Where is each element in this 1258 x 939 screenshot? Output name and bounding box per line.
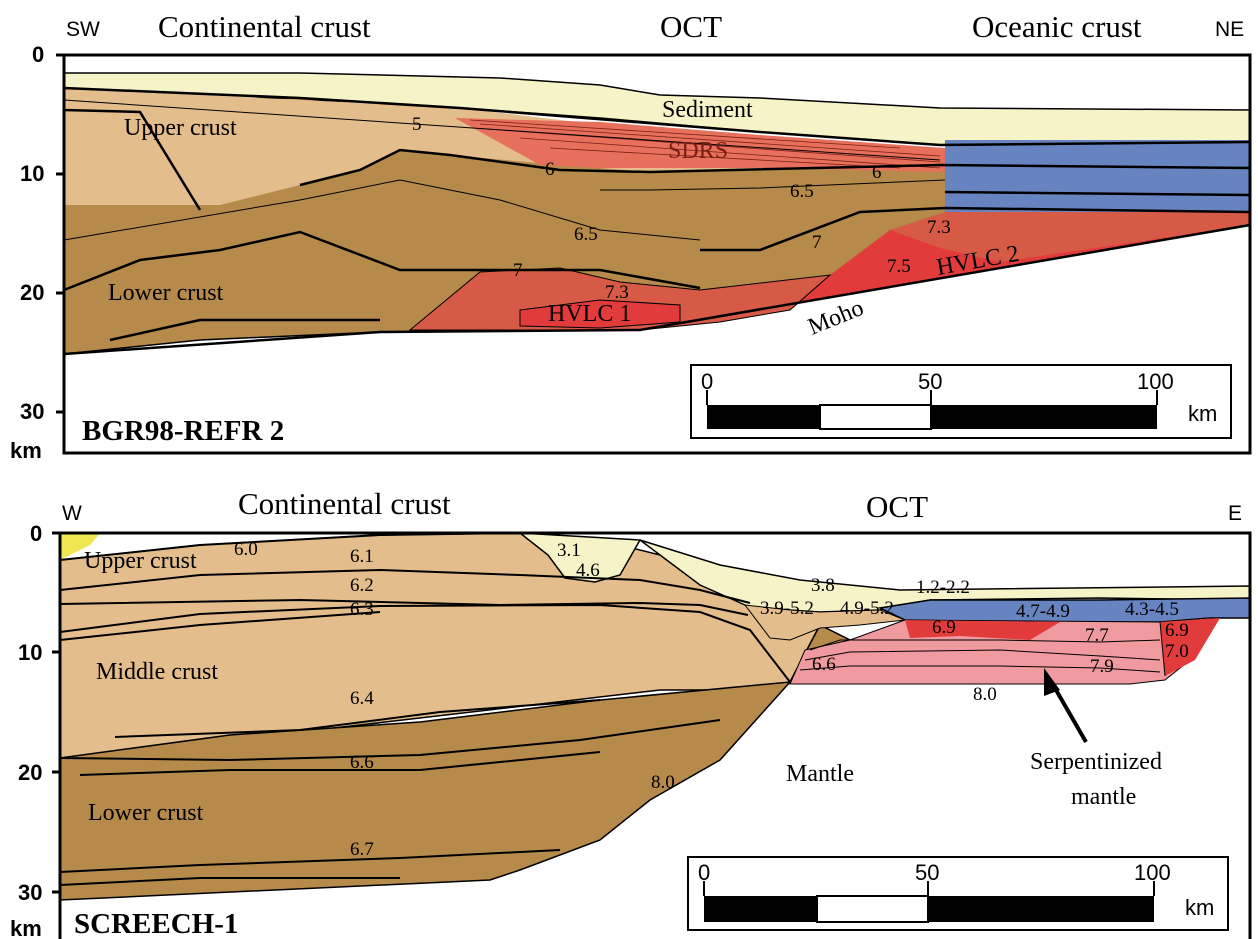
velocity-label: 7: [513, 260, 523, 281]
velocity-label: 6.1: [350, 546, 374, 567]
depth-tick-20: 20: [20, 280, 44, 305]
label-sdrs: SDRS: [668, 138, 728, 164]
depth-tick-30: 30: [20, 399, 44, 424]
velocity-label: 6.3: [350, 599, 374, 620]
velocity-label: 6: [872, 162, 882, 183]
velocity-label: 4.3-4.5: [1125, 599, 1179, 620]
label-lower-crust: Lower crust: [88, 800, 204, 826]
direction-label-sw: SW: [66, 18, 100, 41]
header-oct: OCT: [660, 9, 722, 44]
velocity-label: 7.3: [605, 282, 629, 303]
depth-axis: 0 10 20 30 km: [10, 42, 64, 463]
label-sediment: Sediment: [662, 97, 753, 123]
depth-tick-0: 0: [30, 521, 42, 546]
velocity-label: 3.9-5.2: [760, 598, 814, 619]
direction-label-w: W: [62, 502, 82, 525]
velocity-label: 6.9: [1165, 620, 1189, 641]
scale-tick-100: 100: [1134, 860, 1171, 885]
depth-axis: 0 10 20 30 km: [10, 521, 60, 939]
profile-title: BGR98-REFR 2: [82, 415, 284, 447]
label-serpentinized: Serpentinized: [1030, 749, 1162, 775]
scale-tick-0: 0: [701, 369, 713, 394]
velocity-label: 7.3: [927, 217, 951, 238]
header-oceanic-crust: Oceanic crust: [972, 9, 1142, 44]
label-lower-crust: Lower crust: [108, 280, 224, 306]
direction-label-ne: NE: [1215, 18, 1244, 41]
scale-segment: [707, 405, 820, 429]
label-upper-crust: Upper crust: [124, 115, 237, 141]
depth-tick-20: 20: [18, 760, 42, 785]
label-mantle: Mantle: [786, 761, 854, 787]
velocity-label: 6.4: [350, 688, 374, 709]
label-upper-crust: Upper crust: [84, 548, 197, 574]
velocity-label: 7.5: [887, 256, 911, 277]
label-middle-crust: Middle crust: [96, 659, 218, 685]
velocity-label: 3.1: [557, 540, 581, 561]
scale-segment: [931, 405, 1157, 429]
velocity-label: 6.0: [234, 539, 258, 560]
scale-tick-0: 0: [698, 860, 710, 885]
scale-segment: [704, 896, 817, 922]
scale-tick-100: 100: [1137, 369, 1174, 394]
velocity-label: 6.5: [574, 224, 598, 245]
direction-label-e: E: [1228, 502, 1242, 525]
depth-tick-30: 30: [18, 880, 42, 905]
velocity-label: 6: [545, 159, 555, 180]
header-continental-crust: Continental crust: [238, 486, 451, 521]
geology-section-1: [64, 73, 1250, 354]
scale-unit: km: [1185, 895, 1214, 920]
label-mantle-2: mantle: [1071, 784, 1136, 810]
velocity-label: 3.8: [811, 575, 835, 596]
velocity-label: 6.9: [932, 617, 956, 638]
velocity-label: 6.7: [350, 839, 374, 860]
scale-tick-50: 50: [915, 860, 939, 885]
velocity-label: 4.9-5.2: [840, 598, 894, 619]
scale-unit: km: [1188, 401, 1217, 426]
depth-tick-10: 10: [18, 640, 42, 665]
velocity-label: 7.0: [1165, 641, 1189, 662]
panel-screech1: W E Continental crust OCT 0 10 20 30 km: [10, 486, 1250, 939]
velocity-label: 6.5: [790, 181, 814, 202]
depth-tick-0: 0: [32, 42, 44, 67]
depth-unit: km: [10, 916, 42, 939]
velocity-label: 7: [812, 232, 822, 253]
velocity-label: 8.0: [973, 684, 997, 705]
velocity-label: 6.6: [812, 654, 836, 675]
scale-segment: [817, 896, 928, 922]
profile-title: SCREECH-1: [74, 908, 238, 939]
velocity-label: 6.2: [350, 575, 374, 596]
velocity-label: 1.2-2.2: [916, 577, 970, 598]
oceanic-crust-body: [945, 140, 1250, 215]
header-oct: OCT: [866, 489, 928, 524]
scale-segment: [820, 405, 931, 429]
velocity-label: 4.7-4.9: [1016, 601, 1070, 622]
panel-bgr98-refr2: SW NE Continental crust OCT Oceanic crus…: [10, 9, 1250, 463]
depth-unit: km: [10, 438, 42, 463]
header-continental-crust: Continental crust: [158, 9, 371, 44]
scale-tick-50: 50: [918, 369, 942, 394]
velocity-label: 4.6: [576, 560, 600, 581]
velocity-label: 6.6: [350, 752, 374, 773]
label-moho: Moho: [805, 295, 868, 341]
depth-tick-10: 10: [20, 161, 44, 186]
scale-segment: [928, 896, 1154, 922]
scale-bar: 0 50 100 km: [688, 857, 1228, 930]
label-hvlc1: HVLC 1: [548, 301, 631, 327]
velocity-label: 7.9: [1090, 656, 1114, 677]
velocity-label: 5: [412, 114, 422, 135]
velocity-label: 7.7: [1085, 625, 1109, 646]
scale-bar: 0 50 100 km: [691, 365, 1231, 438]
velocity-label: 8.0: [651, 772, 675, 793]
